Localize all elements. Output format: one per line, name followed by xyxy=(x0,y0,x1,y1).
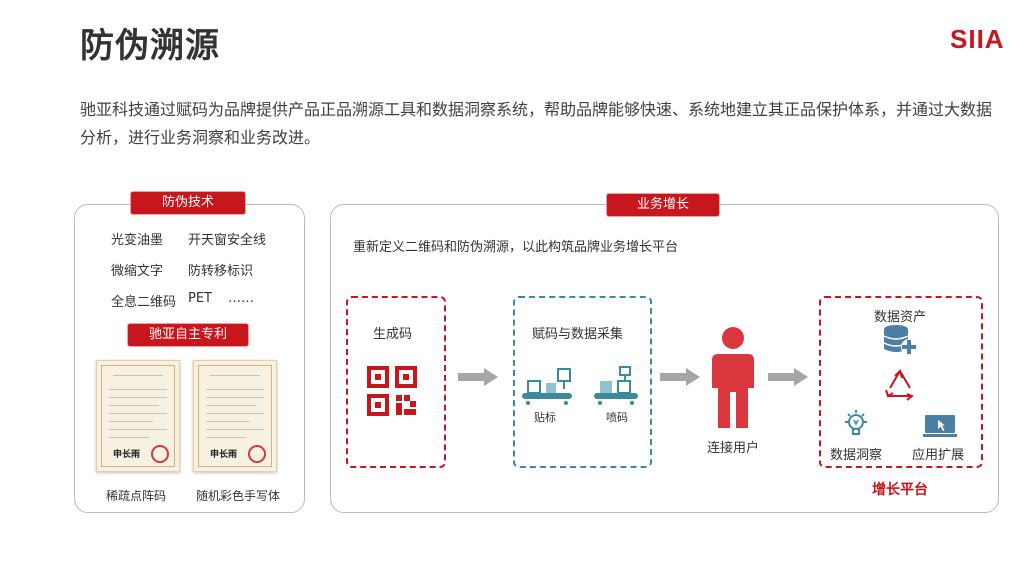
database-plus-icon xyxy=(883,325,917,355)
red-seal-icon xyxy=(248,445,266,463)
intro-paragraph: 驰亚科技通过赋码为品牌提供产品正品溯源工具和数据洞察系统，帮助品牌能够快速、系统… xyxy=(80,100,993,147)
technique-item: 微缩文字 xyxy=(111,264,164,279)
patent-caption: 稀疏点阵码 xyxy=(106,489,167,503)
lightbulb-icon xyxy=(845,410,867,435)
page-title: 防伪溯源 xyxy=(80,26,220,66)
connect-users-label: 连接用户 xyxy=(707,441,760,456)
technique-item: 全息二维码 xyxy=(111,295,177,310)
monitor-icon xyxy=(923,415,957,437)
growth-platform-box xyxy=(819,296,983,468)
data-assets-label: 数据资产 xyxy=(874,310,927,325)
anti-counterfeit-tag: 防伪技术 xyxy=(130,191,246,215)
brand-logo: SIIA xyxy=(950,24,1005,54)
arrow-right-icon xyxy=(660,368,700,386)
labeling-machine-icon xyxy=(522,368,572,405)
labeling-label: 贴标 xyxy=(534,411,556,424)
technique-item: …… xyxy=(228,291,254,306)
data-insight-label: 数据洞察 xyxy=(830,448,883,463)
coding-machine-icon xyxy=(594,366,638,405)
patent-certificate: 申长雨 xyxy=(96,360,180,472)
technique-item: 开天窗安全线 xyxy=(188,233,267,248)
patent-tag: 驰亚自主专利 xyxy=(127,323,249,347)
qr-code-icon xyxy=(367,366,417,416)
patent-certificate: 申长雨 xyxy=(193,360,277,472)
coding-label: 喷码 xyxy=(606,411,628,424)
coding-collection-box xyxy=(513,296,652,468)
technique-item: 光变油墨 xyxy=(111,233,164,248)
generate-code-box xyxy=(346,296,446,468)
growth-subtitle: 重新定义二维码和防伪溯源，以此构筑品牌业务增长平台 xyxy=(353,240,679,255)
technique-item: 防转移标识 xyxy=(188,264,254,279)
technique-item: PET xyxy=(188,291,212,306)
certificate-signature: 申长雨 xyxy=(210,450,238,460)
patent-caption: 随机彩色手写体 xyxy=(196,489,281,503)
recycle-icon xyxy=(885,369,914,401)
certificate-signature: 申长雨 xyxy=(113,450,141,460)
arrow-right-icon xyxy=(768,368,808,386)
coding-collection-label: 赋码与数据采集 xyxy=(532,327,624,342)
business-growth-tag: 业务增长 xyxy=(606,193,720,217)
growth-platform-caption: 增长平台 xyxy=(872,482,928,498)
user-icon xyxy=(712,327,754,428)
arrow-right-icon xyxy=(458,368,498,386)
red-seal-icon xyxy=(151,445,169,463)
app-extension-label: 应用扩展 xyxy=(912,448,965,463)
generate-code-label: 生成码 xyxy=(373,327,413,342)
